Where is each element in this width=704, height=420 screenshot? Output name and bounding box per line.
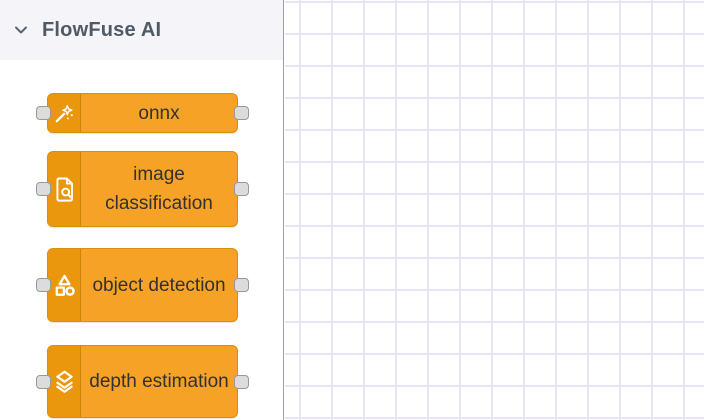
node-icon-section [48, 249, 81, 321]
category-title: FlowFuse AI [42, 18, 162, 41]
palette-node-depth-estimation[interactable]: depth estimation [36, 345, 249, 418]
shapes-icon [55, 274, 75, 296]
output-port[interactable] [234, 182, 249, 196]
node-icon-section [48, 152, 81, 226]
output-port[interactable] [234, 278, 249, 292]
magic-wand-icon [55, 104, 73, 122]
node-icon-section [48, 346, 81, 417]
palette-node-object-detection[interactable]: object detection [36, 248, 249, 322]
input-port[interactable] [36, 182, 51, 196]
palette-node-image-classification[interactable]: image classification [36, 151, 249, 227]
node-label: object detection [92, 274, 226, 296]
input-port[interactable] [36, 374, 51, 389]
palette-category-flowfuse-ai[interactable]: FlowFuse AI [0, 0, 283, 60]
input-port[interactable] [36, 278, 51, 292]
chevron-down-icon[interactable] [13, 22, 29, 38]
palette-sidebar: FlowFuse AI onnx [0, 0, 284, 420]
workspace-canvas[interactable] [285, 0, 704, 420]
input-port[interactable] [36, 106, 51, 120]
output-port[interactable] [234, 106, 249, 120]
node-icon-section [48, 94, 81, 132]
file-search-icon [55, 177, 73, 202]
node-label: depth estimation [89, 371, 229, 392]
layers-icon [55, 370, 73, 393]
palette-node-onnx[interactable]: onnx [36, 93, 249, 133]
node-label: onnx [138, 102, 180, 124]
node-label: image classification [105, 164, 213, 214]
output-port[interactable] [234, 374, 249, 389]
